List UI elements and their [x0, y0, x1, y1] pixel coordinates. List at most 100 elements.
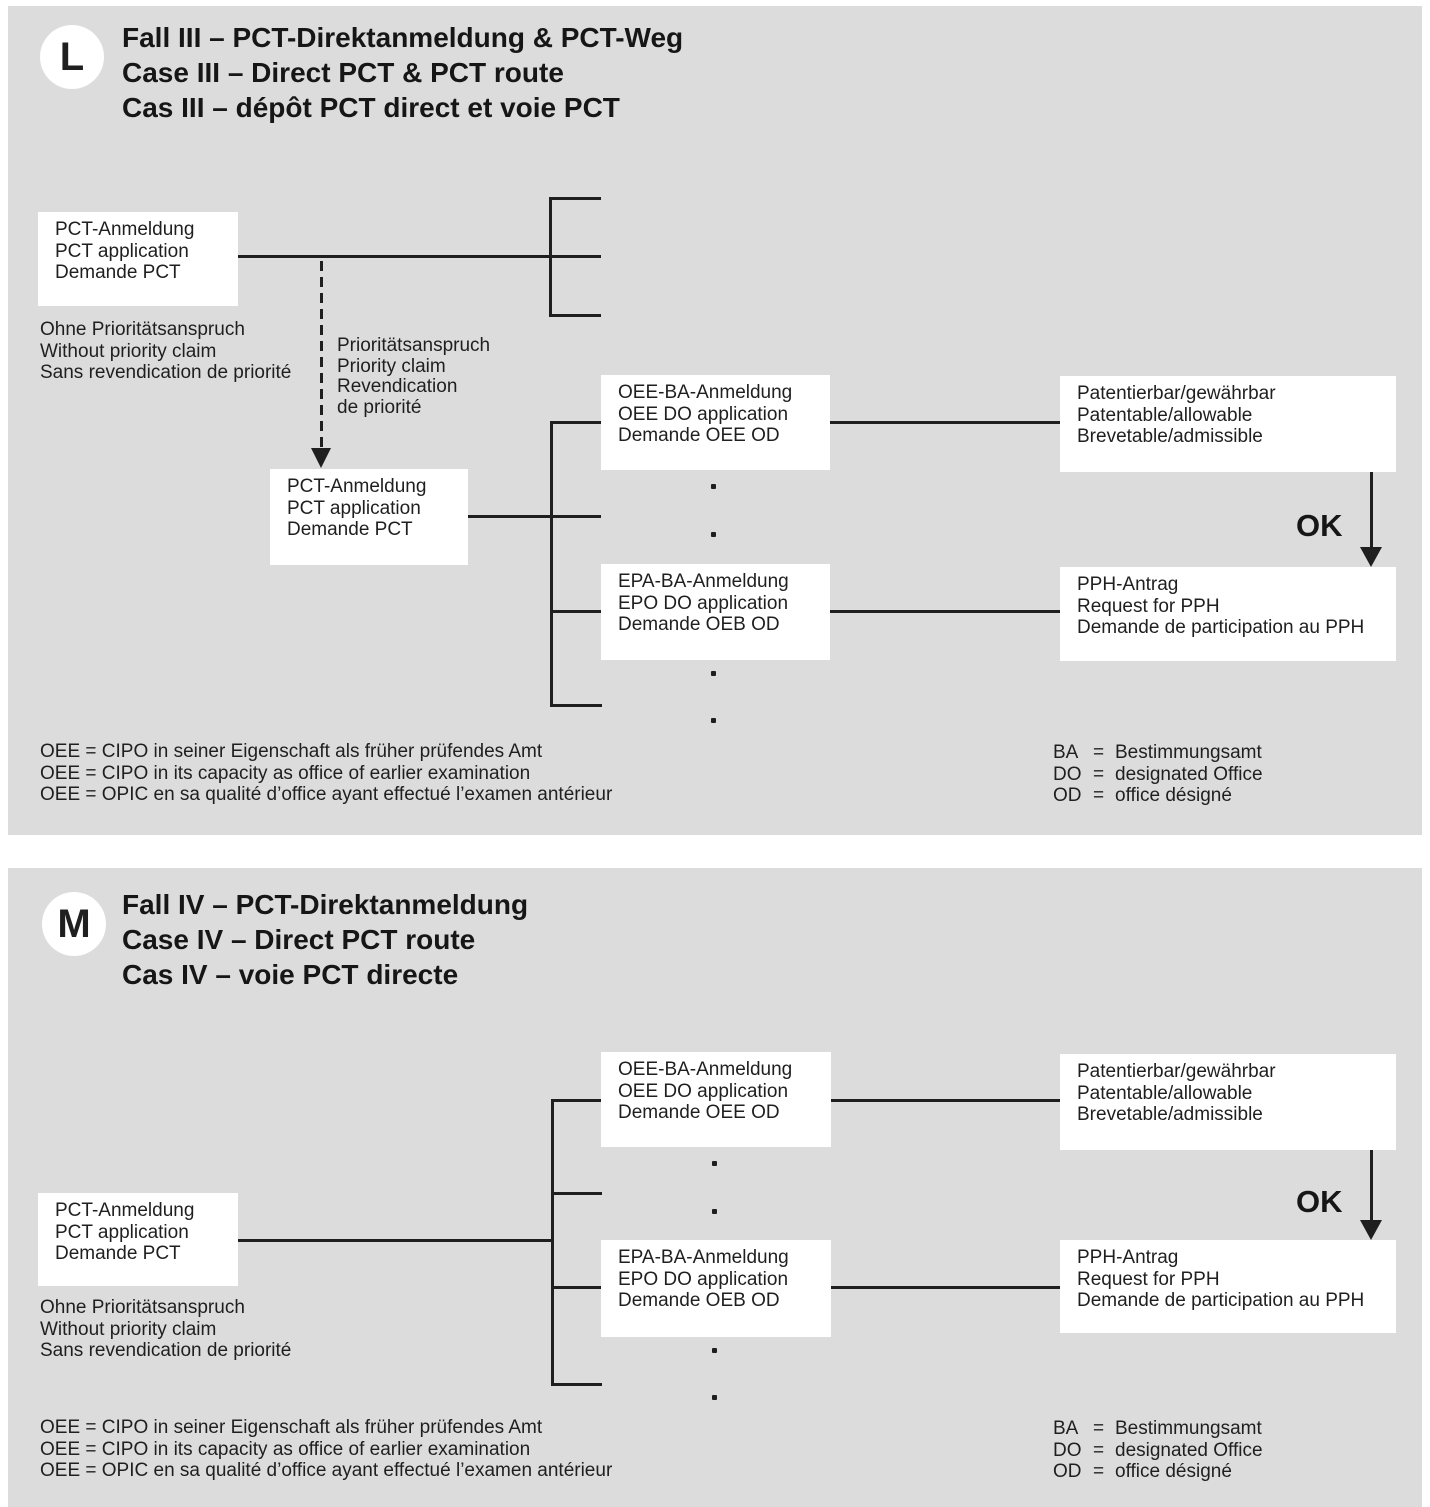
footnote-line: OEE = CIPO in its capacity as office of … — [40, 1438, 531, 1460]
pph-request-box: PPH-Antrag Request for PPH Demande de pa… — [1060, 567, 1396, 661]
epo-do-application-box: EPA-BA-Anmeldung EPO DO application Dema… — [601, 564, 830, 660]
abbr-eq: = — [1093, 1418, 1105, 1439]
box-line-de: PPH-Antrag — [1077, 574, 1179, 595]
footnote-line: DO = designated Office — [1053, 764, 1263, 786]
abbr-eq: = — [1093, 785, 1105, 806]
ellipsis-dot — [712, 1395, 717, 1400]
title-line-de: Fall IV – PCT-Direktanmeldung — [122, 889, 529, 920]
oee-footnote: OEE = CIPO in seiner Eigenschaft als frü… — [40, 1417, 612, 1482]
pct-application-box: PCT-Anmeldung PCT application Demande PC… — [38, 212, 238, 306]
box-line-en: PCT application — [55, 1221, 189, 1243]
footnote-line: BA = Bestimmungsamt — [1053, 1418, 1263, 1440]
footnote-line: OD = office désigné — [1053, 1461, 1263, 1483]
box-line-en: OEE DO application — [618, 403, 789, 425]
fork-top-stub-upper — [549, 197, 601, 200]
box-line-en: Request for PPH — [1077, 1268, 1220, 1290]
footnote-line: DO = designated Office — [1053, 1440, 1263, 1462]
fork-bottom-stub — [550, 704, 602, 707]
footnote-line: OEE = CIPO in its capacity as office of … — [40, 762, 531, 784]
box-line-en: PCT application — [287, 497, 421, 519]
label-line: de priorité — [337, 396, 422, 418]
label-line: Revendication — [337, 376, 458, 397]
box-line-fr: Demande OEE OD — [618, 1102, 780, 1123]
case-iv-badge: M — [42, 892, 106, 956]
box-line-fr: Demande OEB OD — [618, 1290, 780, 1311]
abbr-value: Bestimmungsamt — [1115, 1418, 1262, 1439]
fork-stub-upper — [551, 1192, 602, 1195]
title-line-de: Fall III – PCT-Direktanmeldung & PCT-Weg — [122, 22, 684, 53]
abbr-value: designated Office — [1115, 763, 1263, 785]
abbr-footnote: BA = Bestimmungsamt DO = designated Offi… — [1053, 1418, 1263, 1483]
box-line-de: OEE-BA-Anmeldung — [618, 1059, 793, 1080]
badge-letter: M — [57, 901, 91, 946]
label-line: Without priority claim — [40, 340, 217, 362]
fork-bottom-stub — [551, 1383, 602, 1386]
ellipsis-dot — [711, 718, 716, 723]
fork-main-vertical — [550, 421, 553, 707]
fork-main-vertical — [551, 1099, 554, 1386]
box-line-fr: Brevetable/admissible — [1077, 426, 1263, 447]
footnote-line: OEE = CIPO in seiner Eigenschaft als frü… — [40, 741, 543, 762]
box-line-fr: Demande PCT — [287, 519, 413, 540]
oee-footnote: OEE = CIPO in seiner Eigenschaft als frü… — [40, 741, 612, 806]
abbr-eq: = — [1093, 763, 1105, 785]
priority-claim-label: Prioritätsanspruch Priority claim Revend… — [337, 335, 491, 418]
abbr-value: office désigné — [1115, 785, 1232, 806]
abbr-eq: = — [1093, 1439, 1105, 1461]
box-line-en: Request for PPH — [1077, 595, 1220, 617]
abbr-key: DO — [1053, 763, 1082, 785]
box-line-en: Patentable/allowable — [1077, 404, 1253, 426]
box-line-fr: Brevetable/admissible — [1077, 1104, 1263, 1125]
abbr-value: designated Office — [1115, 1439, 1263, 1461]
footnote-line: BA = Bestimmungsamt — [1053, 742, 1263, 764]
ok-arrowhead-down-icon — [1360, 1220, 1382, 1240]
box-line-de: Patentierbar/gewährbar — [1077, 383, 1276, 404]
box-line-en: EPO DO application — [618, 1268, 789, 1290]
box-line-de: Patentierbar/gewährbar — [1077, 1061, 1276, 1082]
pph-request-box: PPH-Antrag Request for PPH Demande de pa… — [1060, 1240, 1396, 1333]
title-line-en: Case IV – Direct PCT route — [122, 924, 476, 955]
box-line-fr: Demande PCT — [55, 262, 181, 283]
box-line-de: PPH-Antrag — [1077, 1247, 1179, 1268]
label-line: Without priority claim — [40, 1318, 217, 1340]
box-line-de: PCT-Anmeldung — [287, 476, 427, 497]
ellipsis-dot — [712, 1161, 717, 1166]
abbr-value: Bestimmungsamt — [1115, 742, 1262, 763]
patentable-box: Patentierbar/gewährbar Patentable/allowa… — [1060, 1054, 1396, 1150]
box-line-fr: Demande de participation au PPH — [1077, 617, 1365, 638]
ok-label: OK — [1296, 508, 1343, 543]
box-line-fr: Demande PCT — [55, 1243, 181, 1264]
box-line-de: OEE-BA-Anmeldung — [618, 382, 793, 403]
footnote-line: OEE = CIPO in seiner Eigenschaft als frü… — [40, 1417, 543, 1438]
abbr-key: BA — [1053, 742, 1079, 763]
footnote-line: OEE = OPIC en sa qualité d’office ayant … — [40, 784, 613, 805]
box-line-de: PCT-Anmeldung — [55, 1200, 195, 1221]
box-line-de: EPA-BA-Anmeldung — [618, 571, 789, 592]
ellipsis-dot — [712, 1348, 717, 1353]
label-line: Sans revendication de priorité — [40, 1340, 292, 1361]
fork-top-stub-lower — [549, 314, 601, 317]
patentable-box: Patentierbar/gewährbar Patentable/allowa… — [1060, 376, 1396, 472]
box-line-fr: Demande OEE OD — [618, 425, 780, 446]
box-line-en: EPO DO application — [618, 592, 789, 614]
abbr-eq: = — [1093, 742, 1105, 763]
case-iii-badge: L — [40, 25, 104, 89]
label-line: Ohne Prioritätsanspruch — [40, 319, 245, 340]
box-line-en: Patentable/allowable — [1077, 1082, 1253, 1104]
box-line-en: OEE DO application — [618, 1080, 789, 1102]
ok-arrow-line — [1370, 1150, 1373, 1220]
case-iv-panel: M Fall IV – PCT-Direktanmeldung Case IV … — [8, 868, 1422, 1507]
label-line: Prioritätsanspruch — [337, 335, 491, 356]
case-iii-panel: L Fall III – PCT-Direktanmeldung & PCT-W… — [8, 6, 1422, 835]
abbr-key: BA — [1053, 1418, 1079, 1439]
ok-arrow-line — [1370, 472, 1373, 547]
title-line-en: Case III – Direct PCT & PCT route — [122, 57, 564, 88]
connector-pct-to-fork — [238, 255, 601, 258]
pct-direct-application-box: PCT-Anmeldung PCT application Demande PC… — [270, 469, 468, 565]
box-line-en: PCT application — [55, 240, 189, 262]
footnote-line: OD = office désigné — [1053, 785, 1263, 807]
ellipsis-dot — [712, 1209, 717, 1214]
abbr-key: OD — [1053, 785, 1082, 806]
ellipsis-dot — [711, 671, 716, 676]
